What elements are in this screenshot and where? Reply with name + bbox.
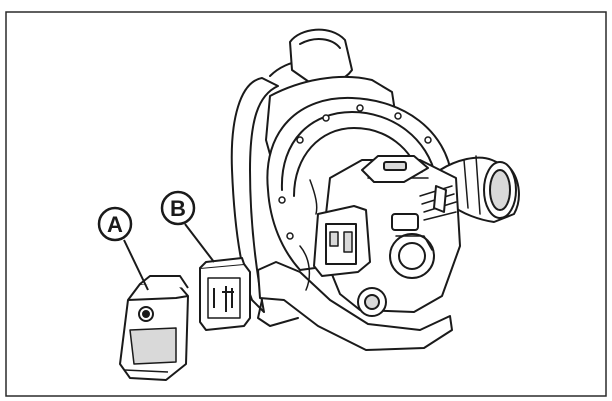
housing-rim [280, 111, 437, 191]
shoulder-strap [230, 77, 279, 313]
callout-a: A [97, 206, 149, 291]
callout-a-circle [97, 206, 133, 242]
outlet-ribs [463, 155, 481, 215]
cover-knob-center [142, 310, 150, 318]
control-cable [309, 179, 318, 215]
primer-center [364, 294, 380, 310]
housing-bolts [278, 104, 432, 240]
callout-b: B [160, 190, 215, 263]
filter-element [207, 277, 241, 319]
engine-bracket [391, 213, 419, 231]
callout-a-label: A [107, 212, 123, 237]
base-foot [257, 299, 299, 327]
cover-top-lip [139, 275, 189, 289]
callout-a-leader [123, 239, 149, 291]
seat-ports [329, 231, 353, 253]
cover-top-edge [127, 295, 189, 301]
harness-inner [299, 38, 341, 49]
filter-mesh-mark [213, 286, 234, 312]
starter-hub [398, 242, 426, 270]
outlet-inner [489, 169, 511, 211]
fuel-line [299, 245, 311, 291]
callout-b-label: B [170, 196, 186, 221]
cover-base-line [123, 369, 169, 373]
callout-b-circle [160, 190, 196, 226]
starter-guard [395, 235, 433, 251]
part-b-filter [199, 257, 251, 331]
callout-b-leader [184, 223, 215, 263]
spark-cap [433, 185, 447, 213]
cover-side-panel [129, 327, 177, 365]
filter-top-edge [199, 257, 245, 269]
part-a-cover [119, 275, 189, 381]
base-frame [257, 261, 453, 351]
blower-engine-illustration [230, 28, 520, 351]
housing-inner-rim [293, 127, 421, 197]
cap-slot [383, 161, 407, 171]
